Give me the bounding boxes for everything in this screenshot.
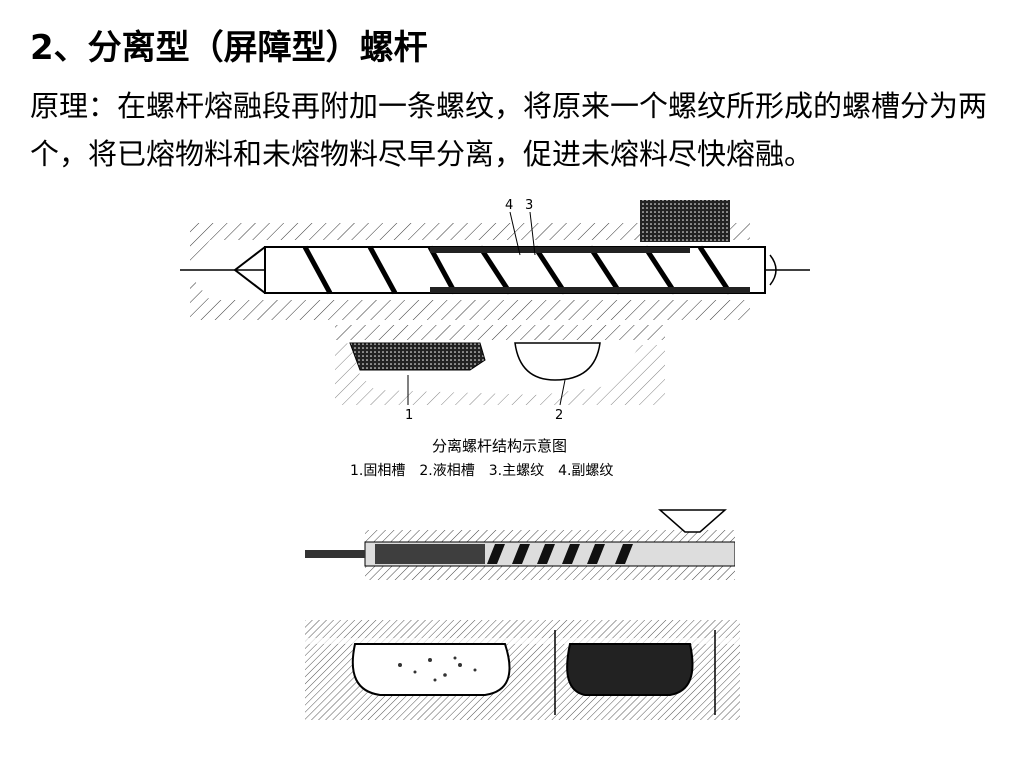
barrel-wall-top <box>365 530 735 542</box>
melt-channel <box>514 342 601 381</box>
screw-tip <box>233 246 266 294</box>
slide-title: 2、分离型（屏障型）螺杆 <box>30 28 428 68</box>
hopper <box>658 509 727 533</box>
callout-2: 2 <box>555 408 563 423</box>
screw-channels <box>487 544 633 564</box>
figure-legend: 1.固相槽 2.液相槽 3.主螺纹 4.副螺纹 <box>350 463 613 479</box>
solid-channel-section <box>566 643 694 696</box>
solid-channel <box>349 342 486 371</box>
screw-flights <box>302 245 733 295</box>
callout-3: 3 <box>525 198 533 213</box>
melt-zone <box>375 544 485 564</box>
channel-cross-section-figure <box>305 620 740 720</box>
callout-line-4 <box>509 211 521 256</box>
rotation-arrow <box>769 254 777 286</box>
callout-line-3 <box>529 211 536 256</box>
barrel-wall-bottom <box>365 566 735 580</box>
melt-band-bottom <box>430 287 750 293</box>
callout-line-2 <box>559 379 566 406</box>
gap-line <box>305 638 740 644</box>
callout-4: 4 <box>505 198 513 213</box>
section-screw <box>335 343 665 405</box>
section-barrel <box>335 325 665 340</box>
figure-caption: 分离螺杆结构示意图 <box>432 437 567 455</box>
melt-channel-section <box>351 643 511 696</box>
melt-band-top <box>430 247 690 253</box>
hopper-material <box>640 200 730 242</box>
melt-particles <box>398 656 477 682</box>
die-extrudate <box>305 550 365 558</box>
screw-body <box>264 246 766 294</box>
principle-text: 原理：在螺杆熔融段再附加一条螺纹，将原来一个螺纹所形成的螺槽分为两个，将已熔物料… <box>30 89 988 171</box>
extruder-longitudinal-figure <box>305 509 735 580</box>
barrel-bottom <box>190 275 750 320</box>
barrel-top <box>190 223 750 265</box>
separation-screw-diagram: 4 3 1 2 分离螺杆结构示意图 1.固相槽 2.液相槽 3.主螺纹 4.副螺… <box>180 198 810 479</box>
callout-1: 1 <box>405 408 413 423</box>
